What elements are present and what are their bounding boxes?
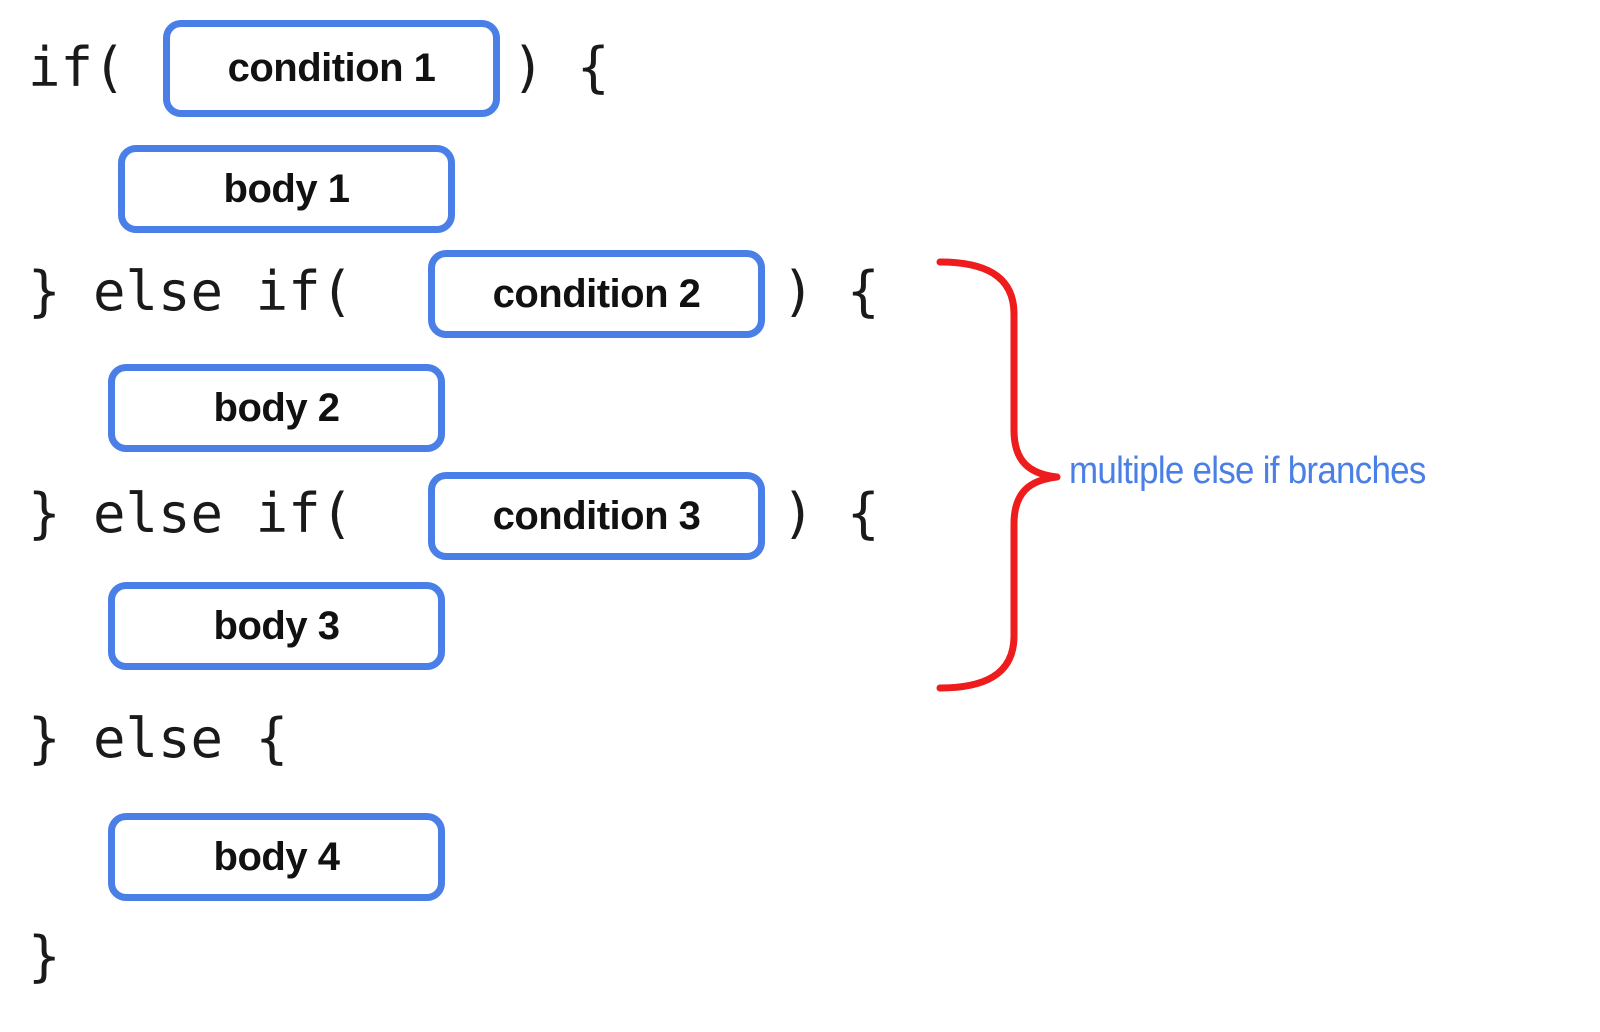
condition-3-label: condition 3 [492, 493, 701, 538]
code-elseif-3-close: ) { [782, 482, 880, 545]
body-3-box[interactable]: body 3 [108, 582, 445, 670]
condition-1-box[interactable]: condition 1 [163, 20, 500, 117]
code-elseif-2-close: ) { [782, 260, 880, 323]
code-else: } else { [28, 707, 289, 770]
condition-2-label: condition 2 [492, 271, 701, 316]
else-if-group-brace-icon [936, 258, 1061, 692]
body-4-box[interactable]: body 4 [108, 813, 445, 901]
body-1-box[interactable]: body 1 [118, 145, 455, 233]
code-elseif-2-open: } else if( [28, 260, 354, 323]
condition-1-label: condition 1 [227, 46, 436, 90]
condition-3-box[interactable]: condition 3 [428, 472, 765, 560]
code-end-brace: } [28, 925, 61, 988]
condition-2-box[interactable]: condition 2 [428, 250, 765, 338]
body-4-label: body 4 [213, 834, 340, 879]
body-3-label: body 3 [213, 603, 340, 648]
code-if-close: ) { [512, 36, 610, 99]
body-2-box[interactable]: body 2 [108, 364, 445, 452]
code-elseif-3-open: } else if( [28, 482, 354, 545]
body-2-label: body 2 [213, 385, 340, 430]
body-1-label: body 1 [223, 166, 350, 211]
annotation-multiple-else-if-branches: multiple else if branches [1069, 450, 1426, 492]
code-if-open: if( [28, 36, 126, 99]
